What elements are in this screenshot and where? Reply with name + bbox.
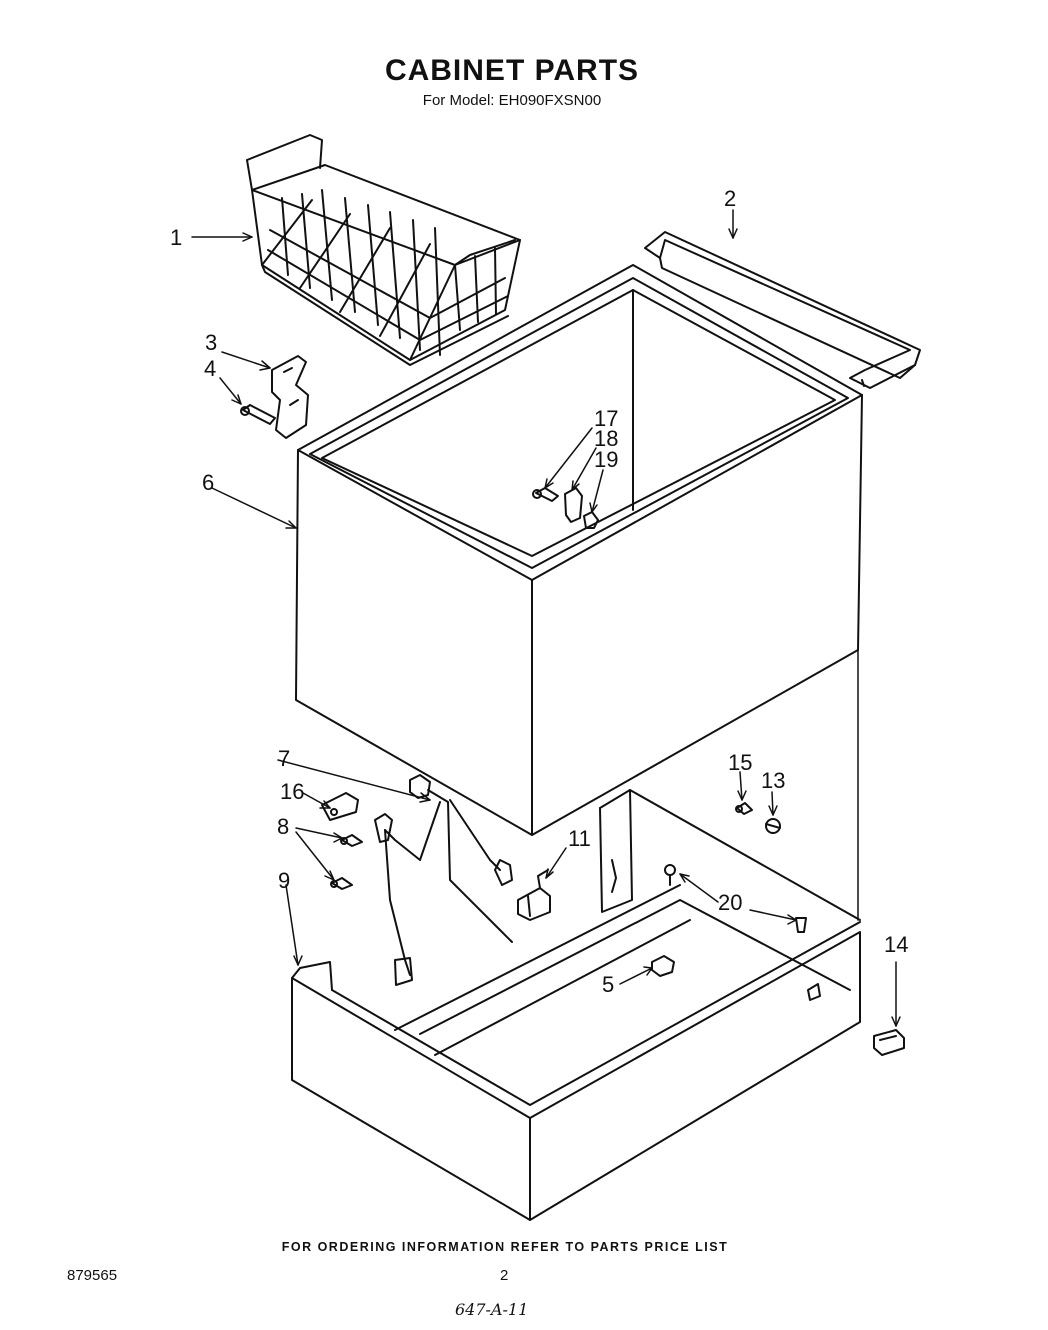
callout-2: 2	[724, 186, 736, 211]
callout-leader-11	[545, 847, 567, 879]
callout-8: 8	[277, 814, 289, 839]
wiring-harness	[374, 774, 513, 986]
hinge-screw	[240, 404, 276, 425]
latch-hardware	[532, 487, 599, 529]
callout-leader-3	[221, 351, 271, 369]
cabinet-base	[291, 789, 861, 1221]
model-subtitle: For Model: EH090FXSN00	[422, 92, 602, 109]
callout-leader-7	[277, 759, 431, 801]
base-screws	[664, 864, 807, 933]
callout-15: 15	[728, 750, 752, 775]
thermostat-screw	[735, 802, 753, 815]
callout-11: 11	[568, 826, 591, 851]
callout-14: 14	[884, 932, 908, 957]
callout-9: 9	[278, 868, 290, 893]
cable-clamp	[321, 792, 359, 821]
wire-basket	[246, 134, 521, 366]
leveling-foot	[873, 1029, 905, 1056]
cabinet-body	[295, 264, 863, 836]
callout-leader-20b	[749, 909, 797, 921]
callout-3: 3	[205, 330, 217, 355]
callout-18: 18	[594, 426, 618, 451]
callout-20: 20	[718, 890, 742, 915]
callout-leader-19	[591, 469, 604, 513]
callout-1: 1	[170, 225, 182, 250]
callout-leader-5	[619, 967, 653, 985]
callout-leader-18	[571, 447, 597, 491]
lid-gasket	[644, 231, 921, 389]
callout-leader-17	[544, 427, 593, 489]
document-number: 879565	[67, 1267, 118, 1284]
callout-leader-15	[739, 771, 743, 801]
ordering-note: FOR ORDERING INFORMATION REFER TO PARTS …	[281, 1240, 729, 1254]
callout-17: 17	[594, 406, 618, 431]
page-number: 2	[500, 1267, 509, 1284]
callout-5: 5	[602, 972, 614, 997]
page-title: CABINET PARTS	[384, 54, 640, 87]
drain-fitting	[651, 955, 675, 977]
callout-13: 13	[761, 768, 785, 793]
callout-leader-16	[302, 792, 331, 809]
callout-6: 6	[202, 470, 214, 495]
thermostat-knob	[765, 818, 781, 834]
relay-bracket	[517, 869, 551, 921]
callout-leader-9	[285, 884, 299, 966]
hinge	[271, 355, 309, 439]
callout-leader-8a	[295, 827, 343, 839]
callout-leader-20a	[679, 873, 719, 903]
callout-16: 16	[280, 779, 304, 804]
callout-leader-8b	[295, 831, 335, 881]
mounting-screws	[330, 834, 363, 890]
callout-leader-6	[211, 487, 297, 529]
callout-7: 7	[278, 746, 290, 771]
callout-leader-4	[219, 377, 242, 405]
handwritten-reference: 647-A-11	[455, 1300, 529, 1319]
callout-4: 4	[204, 356, 216, 381]
callout-19: 19	[594, 447, 618, 472]
callout-leader-13	[771, 791, 774, 816]
